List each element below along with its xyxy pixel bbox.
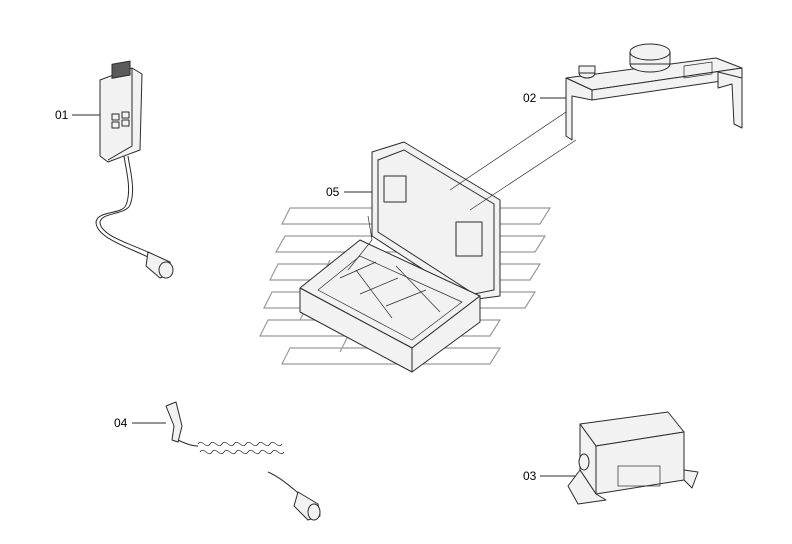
sensor-module [567, 411, 699, 505]
tester-key [121, 111, 130, 119]
tester-key [111, 121, 120, 129]
callout-01-label: 01 [55, 108, 69, 122]
callout-02-label: 02 [523, 91, 537, 105]
callout-04-label: 04 [114, 416, 128, 430]
leader-lines [72, 97, 577, 477]
tester-key [111, 113, 120, 121]
tester-display [111, 60, 131, 79]
carrying-case [299, 141, 501, 373]
callout-03-label: 03 [523, 469, 537, 483]
sensor-bracket [565, 43, 743, 141]
handheld-tester [95, 60, 174, 279]
callout-05-label: 05 [326, 185, 340, 199]
tester-key [121, 119, 130, 127]
coiled-cable [165, 401, 321, 521]
